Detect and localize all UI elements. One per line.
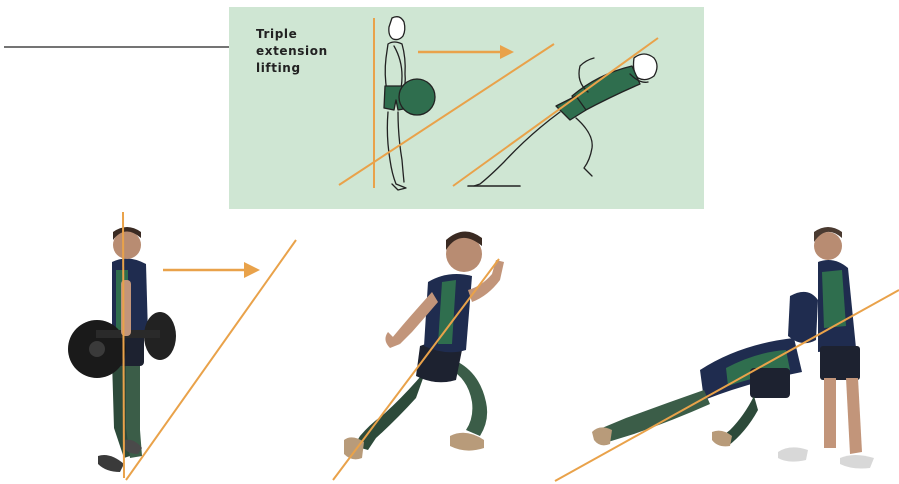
photo-lifter-diagonal-guide (126, 240, 296, 480)
photo-lifter-vertical-guide (123, 212, 124, 478)
panel-title: Triple extension lifting (256, 26, 376, 77)
photo-arrow-icon (163, 262, 260, 278)
photo-sprinter (344, 231, 504, 459)
photo-lifter (68, 227, 176, 472)
photo-pushing (592, 227, 874, 469)
